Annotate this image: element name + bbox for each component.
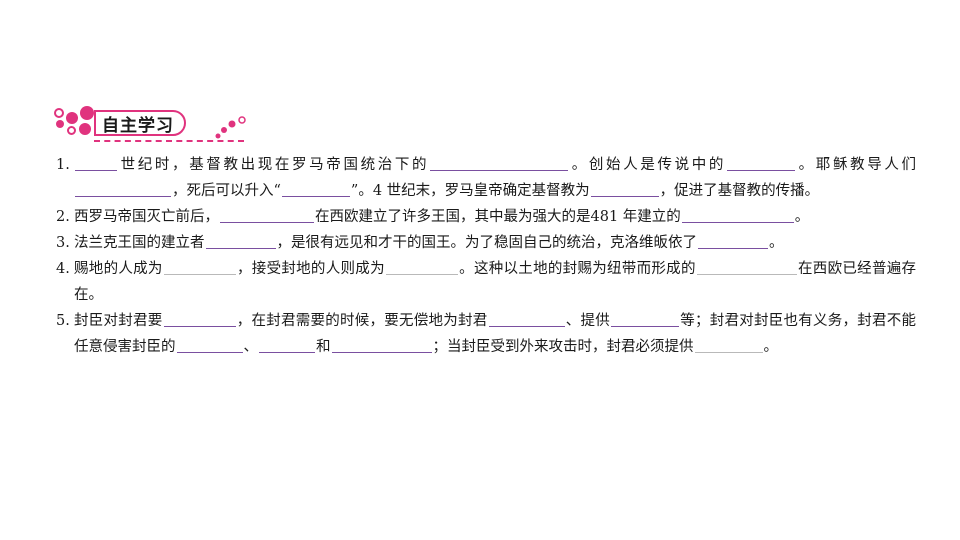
answer-blank[interactable] [331,336,432,353]
question-list: 1. 世纪时，基督教出现在罗马帝国统治下的 。创始人是传说中的 。耶稣教导人们 ，死后… [56,152,916,360]
answer-blank[interactable] [176,336,243,353]
answer-blank[interactable] [488,310,565,327]
question-1: 1. 世纪时，基督教出现在罗马帝国统治下的 。创始人是传说中的 。耶稣教导人们 ，死后… [56,152,916,204]
question-text: ，死后可以升入“ [172,183,281,199]
answer-blank[interactable] [681,206,794,223]
question-text: 。 [763,339,779,355]
answer-blank[interactable] [694,336,763,353]
answer-blank[interactable] [163,258,236,275]
answer-blank[interactable] [385,258,458,275]
question-text: 和 [316,339,331,355]
question-text: ，接受封地的人则成为 [236,261,385,277]
section-title: 自主学习 [102,115,174,136]
question-text: ，是很有远见和才干的国王。为了稳固自己的统治，克洛维皈依了 [276,235,698,251]
question-text: 。 [769,235,784,251]
question-2: 2. 西罗马帝国灭亡前后， 在西欧建立了许多王国，其中最为强大的是481 年建立的… [56,204,916,230]
question-text: 封臣对封君要 [74,313,163,329]
question-text: 法兰克王国的建立者 [74,235,205,251]
question-text: ，在封君需要的时候，要无偿地为封君 [236,313,488,329]
answer-blank[interactable] [205,232,276,249]
answer-blank[interactable] [75,180,171,197]
question-number: 5. [56,313,70,329]
decorative-dots-icon [54,104,98,140]
question-text: 西罗马帝国灭亡前后， [74,209,219,225]
answer-blank[interactable] [590,180,659,197]
answer-blank[interactable] [698,232,768,249]
answer-blank[interactable] [75,154,117,171]
answer-blank[interactable] [430,154,569,171]
question-text: ”。4 世纪末，罗马皇帝确定基督教为 [350,183,590,199]
question-5: 5. 封臣对封君要 ，在封君需要的时候，要无偿地为封君 、提供等；封君对封臣也有义务… [56,308,916,360]
question-text: 世纪时，基督教出现在罗马帝国统治下的 [118,157,430,173]
question-text: 在西欧建立了许多王国，其中最为强大的是481 年建立的 [315,209,681,225]
question-number: 2. [56,209,70,225]
answer-blank[interactable] [281,180,350,197]
question-text: 、 [243,339,259,355]
question-3: 3. 法兰克王国的建立者 ，是很有远见和才干的国王。为了稳固自己的统治，克洛维皈依… [56,230,916,256]
answer-blank[interactable] [259,336,315,353]
answer-blank[interactable] [220,206,314,223]
question-4: 4. 赐地的人成为 ，接受封地的人则成为 。这种以土地的封赐为纽带而形成的在西欧已经… [56,256,916,308]
section-header: 自主学习 [54,104,246,142]
question-text: 、提供 [565,313,611,329]
answer-blank[interactable] [696,258,797,275]
question-text: 。 [794,209,810,225]
question-number: 3. [56,235,70,251]
question-text: 。耶稣教导人们 [796,157,917,173]
question-text: 赐地的人成为 [74,261,163,277]
answer-blank[interactable] [727,154,796,171]
question-text: ，促进了基督教的传播。 [659,183,820,199]
question-text: 。这种以土地的封赐为纽带而形成的 [458,261,696,277]
question-number: 1. [56,157,70,173]
title-tail-dots-icon [215,116,246,139]
question-number: 4. [56,261,70,277]
section-title-box: 自主学习 [94,110,186,136]
question-text: ；当封臣受到外来攻击时，封君必须提供 [432,339,694,355]
question-text: 等；封君对封臣也有义务，封君不能任意侵害封臣的 [74,313,916,355]
question-text: 。创始人是传说中的 [569,157,727,173]
answer-blank[interactable] [163,310,236,327]
answer-blank[interactable] [611,310,679,327]
title-underline [94,140,244,142]
question-text: 在西欧已经普遍存在。 [74,261,917,303]
